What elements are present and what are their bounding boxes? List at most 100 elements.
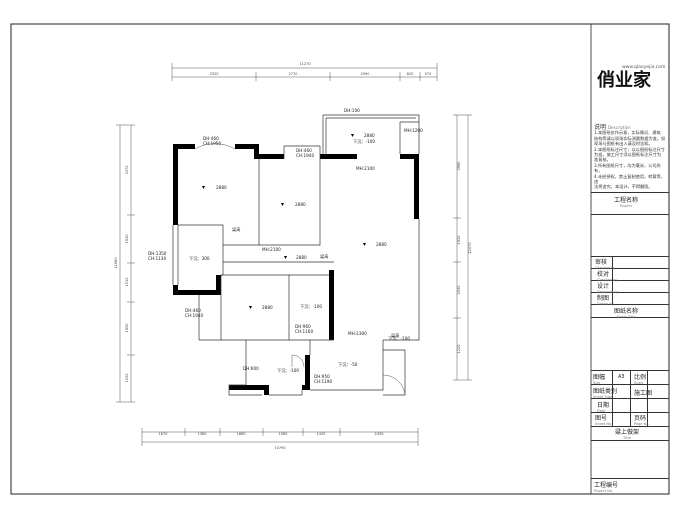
ceiling-marks	[202, 134, 366, 309]
dim-bottom-seg: 1380	[198, 432, 207, 436]
door-swings	[194, 143, 406, 396]
label-dh460: DH:460	[185, 308, 201, 313]
floor-drop: 下沉：-100	[277, 367, 299, 374]
dim-top-seg: 2990	[361, 72, 370, 76]
tb-review-en: Checked by	[595, 266, 616, 270]
ceiling-mark	[284, 256, 287, 259]
thin-walls	[172, 114, 420, 396]
tb-size-text: 图幅	[593, 374, 606, 381]
floor-drop: 下沉：-50	[338, 361, 358, 368]
tb-scale-text: 比例	[634, 374, 647, 381]
ceiling-mark	[351, 134, 354, 137]
label-ch1160: CH:1160	[295, 329, 313, 334]
ceiling-height: 2880	[262, 305, 273, 310]
tb-size: 图幅 Size	[593, 372, 605, 385]
label-dh600: DH:600	[243, 366, 259, 371]
tb-size-en: Size	[593, 381, 601, 385]
ceiling-height: 2880	[295, 202, 306, 207]
ceiling-mark	[202, 186, 205, 189]
beam-label: 梁高	[232, 226, 240, 233]
label-dh100: DH:100	[344, 108, 360, 113]
tb-category-value: 施工图	[634, 390, 653, 397]
notes-line: 3.所有图纸尺寸，均为毫米，公司所有，	[594, 162, 661, 174]
label-dh960: DH:960	[295, 324, 311, 329]
dimension-texts: 11270 3320 2770 2990 820 570 10790 1670 …	[159, 62, 432, 450]
tb-project-name-en: Project	[620, 204, 632, 208]
dim-right-seg: 1910	[457, 236, 461, 245]
thick-walls	[173, 144, 419, 395]
dim-bottom-seg: 1580	[279, 432, 288, 436]
ceiling-height: 2880	[376, 242, 387, 247]
tb-review-text: 审核	[595, 259, 608, 266]
tb-divider	[591, 256, 669, 257]
tb-vdivider	[612, 256, 613, 304]
label-ch1130: CH:1130	[148, 256, 166, 261]
dim-bottom-seg: 2430	[375, 432, 384, 436]
dim-left-seg: 3370	[125, 166, 129, 175]
label-ch1940: CH:1940	[185, 313, 203, 318]
tb-divider	[591, 426, 669, 427]
tb-divider	[591, 192, 669, 193]
tb-drawing-name-text: 图纸名称	[613, 308, 638, 315]
dim-left-seg: 1510	[125, 278, 129, 287]
tb-drawing-title-en: Title	[623, 436, 631, 440]
tb-page: 页码 Page No.	[634, 413, 649, 426]
dim-top-total: 11270	[299, 62, 310, 66]
tb-drawing-name-en: Sheet Title	[616, 315, 636, 319]
notes-line: 法将追究，本设计，不得翻版。	[594, 184, 653, 190]
notes-line: 4.未经授权，禁止复制使用，转载等，违	[594, 173, 665, 185]
tb-date: 日期 Date	[597, 400, 609, 413]
tb-sheet-no-text: 图号	[595, 415, 608, 422]
dim-left-total: 11680	[114, 257, 118, 268]
tb-category-en: Sheet Type	[593, 395, 613, 399]
tb-drawing-title-text: 粱上做架	[614, 429, 639, 436]
dim-bottom-total: 10790	[274, 446, 285, 450]
floor-drop: 下沉：-100	[388, 335, 410, 342]
dim-top-seg: 820	[407, 72, 414, 76]
tb-divider	[591, 440, 669, 441]
tb-check-en: Checked by	[597, 278, 618, 282]
tb-category: 图纸类别 Sheet Type	[593, 386, 617, 399]
label-dh460: DH:460	[296, 148, 312, 153]
floor-drop: 下沉：-100	[353, 138, 375, 145]
notes-line: 1.本图纸仅作示意，实际情况、建筑	[594, 130, 661, 136]
notes-line: 2.本图纸标注尺寸，以以图纸标注尺寸	[594, 146, 665, 152]
sheet-border	[10, 23, 670, 495]
tb-divider	[591, 317, 669, 318]
tb-scale-en: Scale	[634, 381, 644, 385]
tb-divider	[591, 304, 669, 305]
tb-project-no: 工程编号 Project No.	[594, 480, 618, 493]
tb-divider	[591, 292, 669, 293]
tb-date-text: 日期	[597, 402, 610, 409]
ceiling-mark	[249, 306, 252, 309]
label-mh2300: MH:2300	[348, 331, 367, 336]
tb-drawing-name: 图纸名称 Sheet Title	[606, 306, 646, 319]
tb-design: 设计 Designed by	[597, 281, 619, 294]
dim-top-seg: 2770	[289, 72, 298, 76]
notes-line: 结构等请以现场实际测量数据为准。如	[594, 135, 666, 141]
tb-date-en: Date	[597, 409, 606, 413]
label-ch1950: CH:1950	[203, 141, 221, 146]
label-ch1940: CH:1940	[296, 153, 314, 158]
ceiling-mark	[363, 243, 366, 246]
tb-vdivider	[647, 370, 648, 426]
tb-scale: 比例 Scale	[634, 372, 646, 385]
dim-right-seg: 1220	[457, 345, 461, 354]
tb-check-text: 校对	[597, 271, 610, 278]
ceiling-height: 2880	[364, 133, 375, 138]
tb-sheet-no: 图号 Sheet No.	[595, 413, 612, 426]
tb-draw: 制图 Drawn by	[597, 293, 614, 306]
dimension-lines	[116, 63, 472, 446]
notes-line: 为准，施工尺寸须以图纸标注尺寸为	[594, 152, 662, 158]
logo-text: 俏业家	[597, 70, 651, 91]
tb-draw-text: 制图	[597, 295, 610, 302]
tb-divider	[591, 214, 669, 215]
tb-check: 校对 Checked by	[597, 269, 617, 282]
tb-review: 审核 Checked by	[595, 257, 615, 270]
notes-line: 准复核。	[594, 157, 611, 163]
tb-page-en: Page No.	[634, 422, 650, 426]
floor-drop: 下沉：-100	[300, 303, 322, 310]
notes-title: 说明	[594, 124, 607, 131]
notes-title-en: Description	[607, 125, 631, 130]
label-dh460: DH:460	[203, 136, 219, 141]
